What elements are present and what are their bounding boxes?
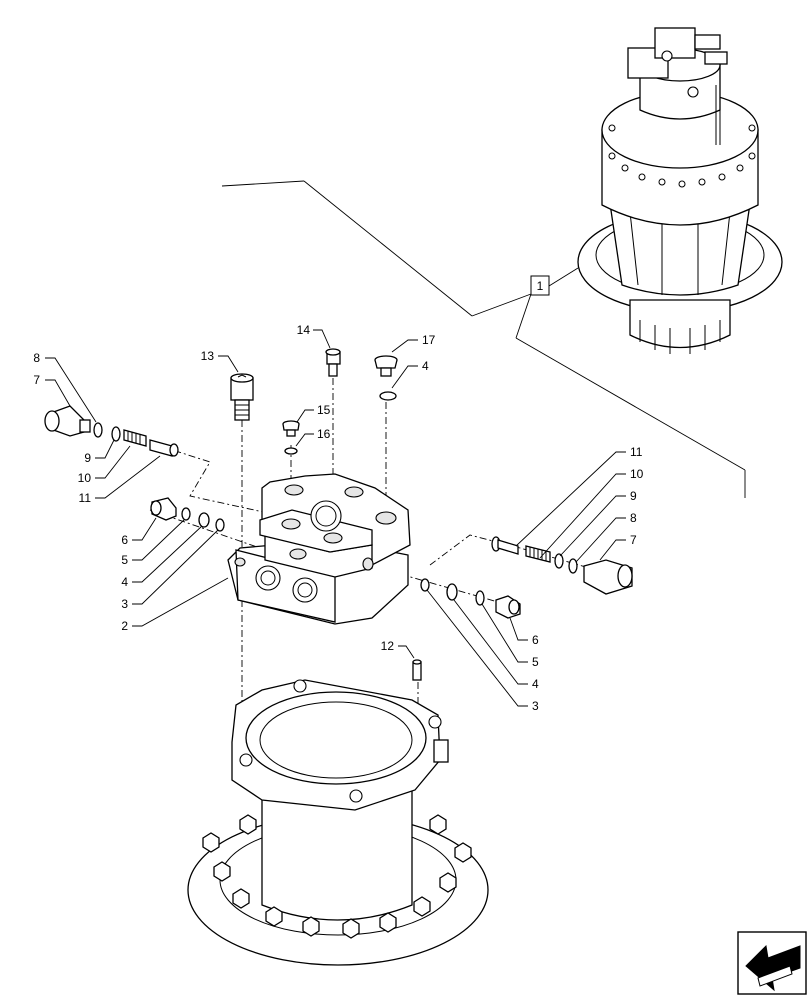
poppet-11-right	[497, 539, 519, 555]
nav-back-button[interactable]	[737, 931, 807, 995]
ring-4-right	[446, 583, 458, 601]
callout-4-left: 4	[121, 575, 128, 589]
valve-parts-right-lower	[420, 578, 521, 619]
ring-9-left	[111, 426, 121, 442]
assembly-ref-number: 1	[537, 279, 544, 293]
motor-housing	[187, 679, 489, 966]
ring-3-right	[420, 578, 430, 592]
ring-8-left	[93, 422, 103, 438]
valve-block	[227, 473, 411, 625]
ring-4-left	[198, 512, 210, 528]
ring-5-left	[181, 507, 191, 521]
o-ring-4-top	[379, 391, 397, 401]
callout-10-right: 10	[630, 467, 644, 481]
callout-8-right: 8	[630, 511, 637, 525]
o-ring-16	[284, 447, 298, 455]
callout-13: 13	[201, 349, 215, 363]
callout-7-right: 7	[630, 533, 637, 547]
swing-motor-assembly-overview	[577, 27, 783, 354]
callout-6-right: 6	[532, 633, 539, 647]
callout-9-right: 9	[630, 489, 637, 503]
callout-14: 14	[297, 323, 311, 337]
spring-10-left	[123, 429, 147, 447]
ring-9-right	[554, 553, 564, 569]
poppet-11-left	[149, 439, 173, 457]
callout-10-left: 10	[78, 471, 92, 485]
callout-11-right: 11	[630, 445, 643, 459]
callout-12: 12	[381, 639, 395, 653]
plug-15	[282, 420, 300, 437]
small-parts	[44, 348, 633, 681]
arrow-back-icon	[745, 944, 801, 992]
callout-16: 16	[317, 427, 331, 441]
plug-17	[374, 355, 398, 377]
relief-valve-left	[44, 405, 179, 457]
callout-17: 17	[422, 333, 436, 347]
callout-8-left: 8	[33, 351, 40, 365]
callout-9-left: 9	[84, 451, 91, 465]
callout-3-left: 3	[121, 597, 128, 611]
callout-4-top: 4	[422, 359, 429, 373]
relief-valve-right	[491, 536, 633, 595]
callout-5-right: 5	[532, 655, 539, 669]
assembly-ref-box	[530, 275, 550, 296]
pin-12	[412, 659, 422, 681]
callout-4-right: 4	[532, 677, 539, 691]
callout-labels: 13 14 17 4 15 16 8 7 9 10 11 6 5 4 3 2 1…	[33, 323, 643, 713]
callout-3-right: 3	[532, 699, 539, 713]
assembly-reference: 1	[221, 180, 746, 498]
callout-11-left: 11	[79, 491, 92, 505]
ring-3-left	[215, 518, 225, 532]
ring-8-right	[568, 558, 578, 574]
callout-leaders	[45, 329, 626, 707]
screw-14	[325, 348, 341, 377]
valve-parts-left-lower	[150, 497, 225, 532]
callout-5-left: 5	[121, 553, 128, 567]
spring-10-right	[525, 545, 551, 563]
callout-7-left: 7	[33, 373, 40, 387]
cap-screw-13	[230, 373, 254, 421]
ring-5-right	[475, 590, 485, 606]
callout-15: 15	[317, 403, 331, 417]
callout-6-left: 6	[121, 533, 128, 547]
callout-2: 2	[121, 619, 128, 633]
